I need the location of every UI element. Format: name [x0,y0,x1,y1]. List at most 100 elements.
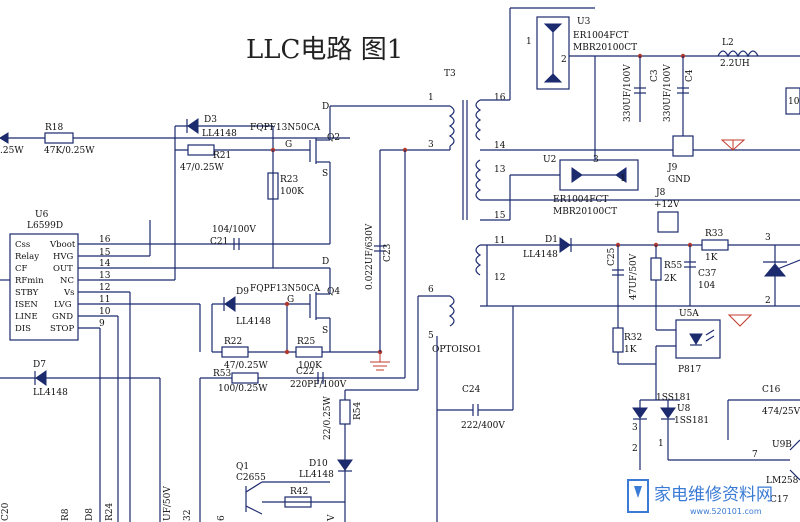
c22-ref: C22 [296,367,314,377]
d3-ref: D3 [204,115,217,125]
bottom-label-r8: R8 [61,508,71,521]
capacitor-c37 [684,261,696,268]
diode-left-top [0,132,9,144]
bottom-label-32: 32 [183,510,193,521]
r32-ref: R32 [624,333,642,343]
r21-ref: R21 [213,151,231,161]
resistor-r55 [650,257,662,281]
resistor-r21 [187,144,215,156]
svg-text:15: 15 [494,211,506,221]
resistor-r53 [231,372,259,384]
bottom-label-c50v: UF/50V [163,486,173,521]
q2-part: FQPF13N50CA [250,123,321,133]
diode-u8 [660,407,676,420]
junction-dot [284,301,290,307]
1ss181-ref: 1SS181 [656,393,691,403]
svg-text:7: 7 [752,450,758,460]
t3-secondary-aux [475,244,482,276]
svg-text:3: 3 [765,233,771,243]
svg-text:3: 3 [593,155,599,165]
svg-text:GND: GND [52,312,73,322]
svg-text:15: 15 [99,248,111,258]
svg-text:LVG: LVG [54,300,72,310]
c21-ref: C21 [210,237,228,247]
j8-label: +12V [654,200,680,210]
svg-text:ISEN: ISEN [15,300,38,310]
mosfet-q4 [309,268,331,352]
r55-ref: R55 [664,261,683,271]
r18-left-label: .25W [0,146,24,156]
diode-d3 [186,118,199,134]
svg-text:S: S [322,326,328,336]
c21-value: 104/100V [212,225,256,235]
r18-ref: R18 [45,123,64,133]
ic-u6-left-pins: Css Relay CF RFmin STBY ISEN LINE DIS [15,240,44,334]
svg-text:LINE: LINE [15,312,38,322]
svg-text:D: D [322,257,329,267]
r18-value: 47K/0.25W [44,146,95,156]
svg-text:12: 12 [494,273,505,283]
bottom-label-d8: D8 [85,508,95,521]
diode-1ss181-left [632,407,648,420]
watermark-text: 家电维修资料网 [654,485,773,505]
u2-part2: MBR20100CT [553,207,617,217]
u3-ref: U3 [577,17,591,27]
c16-value: 474/25V [762,407,800,417]
capacitor-c25 [612,269,624,276]
svg-text:2: 2 [561,55,567,65]
svg-text:HVG: HVG [53,252,74,262]
l2-value: 2.2UH [720,59,750,69]
q1-part: C2655 [236,473,266,483]
svg-text:2: 2 [765,296,771,306]
r54-value: 22/0.25W [323,395,333,440]
r25-value: 100K [298,361,322,371]
svg-text:14: 14 [494,141,506,151]
u8-value: 1SS181 [674,416,709,426]
ic-u6-ref: U6 [35,210,49,220]
svg-text:16: 16 [494,93,506,103]
svg-text:13: 13 [99,271,111,281]
r23-ref: R23 [280,175,299,185]
svg-text:DIS: DIS [15,324,31,334]
connector-j8 [657,211,679,233]
r54-ref: R54 [353,401,363,420]
c17-ref: C17 [770,495,789,505]
ic-u6-pin-numbers: 16 15 14 13 12 11 10 9 [99,235,111,329]
svg-text:G: G [285,140,292,150]
u9b-part: LM258 [766,476,799,486]
c3-value: 330UF/100V [623,64,633,122]
diode-d10 [337,459,353,472]
d7-value: LL4148 [33,388,68,398]
c23-ref: C23 [383,243,393,262]
q4-ref: Q4 [327,287,340,297]
d9-ref: D9 [236,287,249,297]
c37-value: 104 [698,281,715,291]
svg-text:5: 5 [428,331,434,341]
d1-value: LL4148 [523,250,558,260]
c25-ref: C25 [607,247,617,266]
svg-text:1: 1 [620,174,626,184]
svg-text:RFmin: RFmin [15,276,44,286]
ic-u6-part: L6599D [27,221,63,231]
bottom-label-r24: R24 [105,502,115,521]
t3-aux-winding [448,295,455,327]
u9b-ref: U9B [772,440,792,450]
u3-part2: MBR20100CT [573,43,637,53]
svg-text:12: 12 [99,283,110,293]
c4-value: 330UF/100V [663,64,673,122]
r32-value: 1K [624,345,637,355]
inductor-l2 [717,50,759,58]
diode-d7 [34,370,47,386]
c37-ref: C37 [698,269,717,279]
svg-text:11: 11 [494,236,505,246]
svg-text:S: S [322,169,328,179]
c24-value: 222/400V [461,421,505,431]
svg-text:14: 14 [99,259,111,269]
svg-text:Css: Css [15,240,30,250]
diagram-title: LLC电路 图1 [246,35,403,65]
d3-value: LL4148 [202,129,237,139]
j8-ref: J8 [655,188,666,198]
resistor-r33 [701,239,729,251]
t3-secondary-upper [475,99,482,141]
